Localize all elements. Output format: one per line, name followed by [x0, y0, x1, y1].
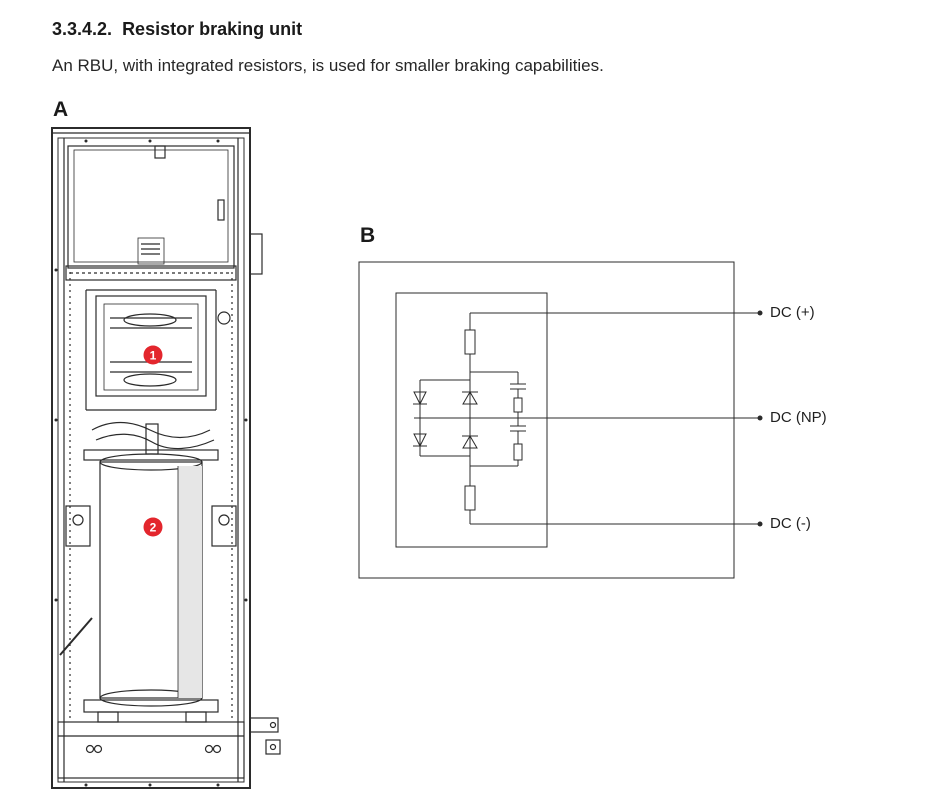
- terminal-label-dc-minus: DC (-): [770, 515, 811, 532]
- schematic-outer-box: [358, 261, 735, 579]
- terminal-dot-dc-plus: [757, 310, 763, 316]
- terminal-dot-dc-np: [757, 415, 763, 421]
- cabinet-frame: [51, 127, 251, 789]
- diode-upper: [462, 391, 478, 405]
- braking-module: [95, 295, 207, 397]
- terminal-dot-dc-minus: [757, 521, 763, 527]
- resistor-upper: [464, 329, 476, 355]
- cabinet-base: [57, 721, 245, 779]
- schematic-inner-box: [395, 292, 548, 548]
- section-number: 3.3.4.2.: [52, 19, 113, 39]
- callout-2: 2: [143, 517, 163, 537]
- diode-lower: [462, 435, 478, 449]
- switch-diode-lower: [413, 433, 427, 448]
- figure-b-label: B: [360, 224, 376, 247]
- snubber-resistor-lower: [513, 443, 523, 461]
- control-compartment: [67, 145, 235, 269]
- resistor-lower: [464, 485, 476, 511]
- snubber-resistor-upper: [513, 397, 523, 413]
- figure-a-label: A: [53, 98, 69, 121]
- callout-1: 1: [143, 345, 163, 365]
- terminal-label-dc-np: DC (NP): [770, 409, 827, 426]
- terminal-label-dc-plus: DC (+): [770, 304, 815, 321]
- switch-diode-upper: [413, 391, 427, 406]
- callout-1-number: 1: [150, 349, 157, 363]
- callout-2-number: 2: [150, 521, 157, 535]
- section-title: Resistor braking unit: [122, 19, 303, 39]
- section-intro: An RBU, with integrated resistors, is us…: [52, 56, 604, 75]
- terminal-dots: [757, 310, 763, 527]
- section-heading: 3.3.4.2. Resistor braking unit: [52, 19, 302, 40]
